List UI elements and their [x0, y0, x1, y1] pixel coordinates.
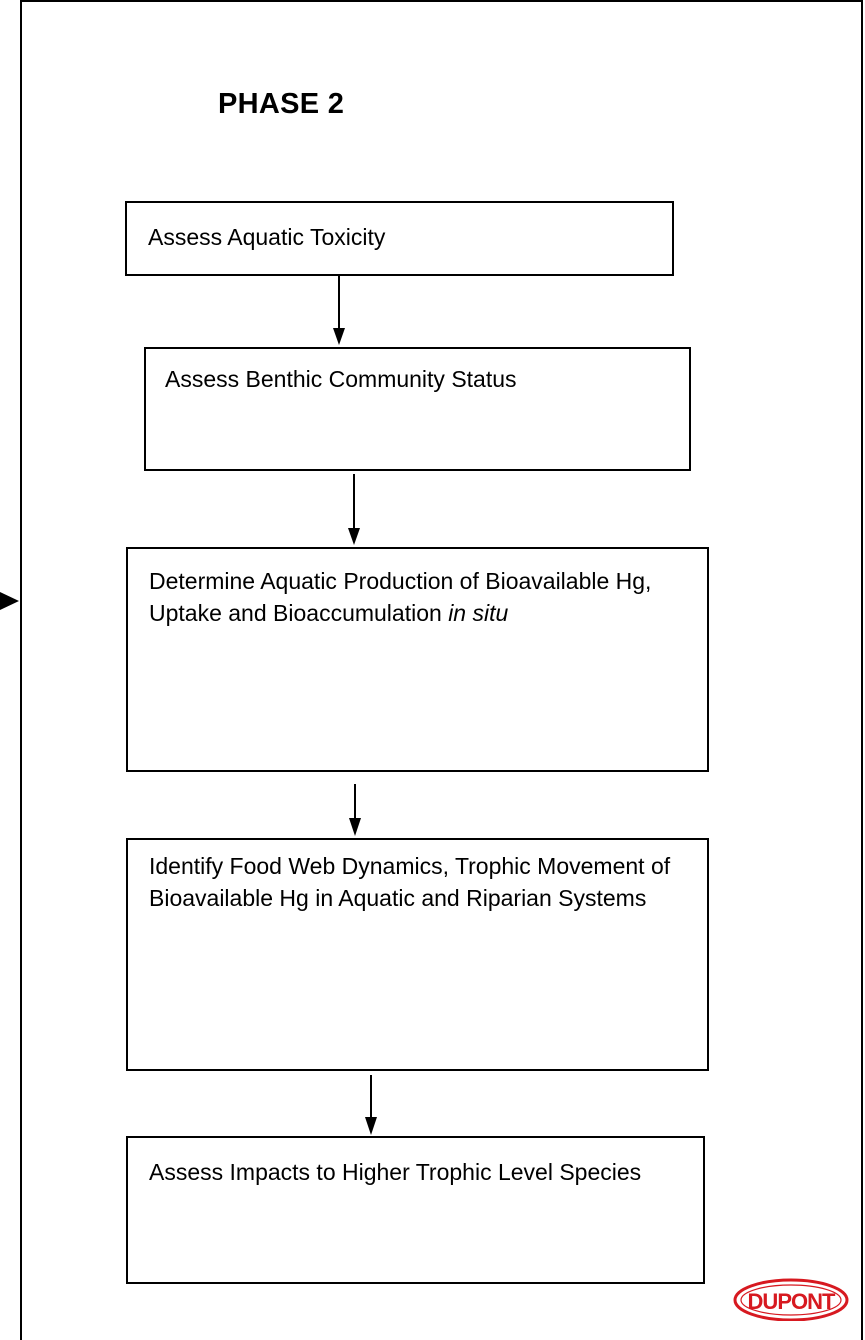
step-label-main: Determine Aquatic Production of Bioavail… — [149, 568, 652, 626]
step-box-aquatic-toxicity: Assess Aquatic Toxicity — [125, 201, 674, 276]
logo-text: DUPONT — [748, 1289, 836, 1314]
phase-title: PHASE 2 — [218, 88, 345, 120]
step-label: Assess Benthic Community Status — [165, 366, 517, 392]
dupont-logo: DUPONT — [733, 1278, 849, 1321]
step-box-higher-trophic: Assess Impacts to Higher Trophic Level S… — [126, 1136, 705, 1284]
step-box-benthic-community: Assess Benthic Community Status — [144, 347, 691, 471]
diagram-frame — [20, 0, 863, 1340]
step-label-italic: in situ — [448, 600, 509, 626]
arrow-incoming-left — [0, 592, 19, 610]
step-label: Identify Food Web Dynamics, Trophic Move… — [149, 853, 671, 911]
step-label: Assess Impacts to Higher Trophic Level S… — [149, 1159, 642, 1185]
step-box-aquatic-production: Determine Aquatic Production of Bioavail… — [126, 547, 709, 772]
step-label: Assess Aquatic Toxicity — [148, 224, 386, 250]
step-label: Determine Aquatic Production of Bioavail… — [149, 565, 689, 629]
step-box-food-web: Identify Food Web Dynamics, Trophic Move… — [126, 838, 709, 1071]
